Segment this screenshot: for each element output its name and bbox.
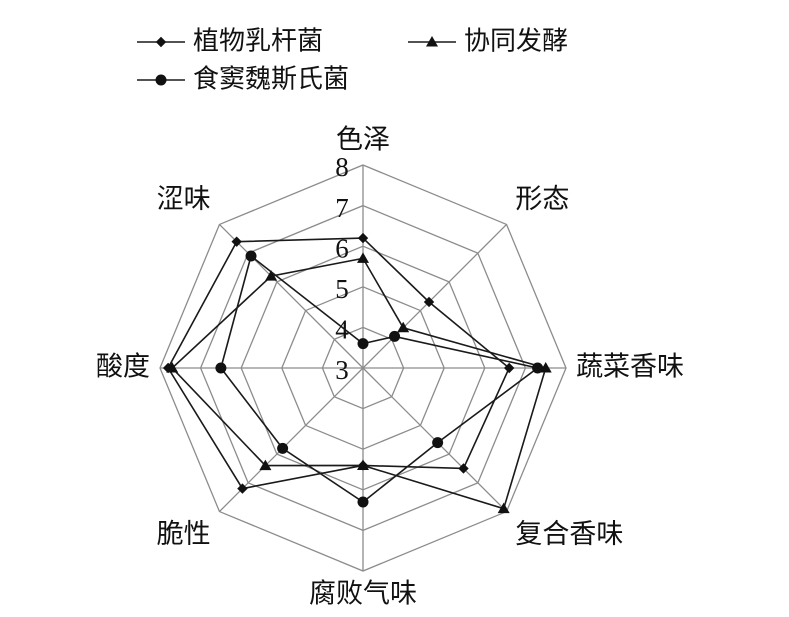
data-point-1-5 — [259, 459, 272, 471]
axis-label-5: 脆性 — [157, 519, 211, 550]
legend-marker-1 — [426, 36, 438, 47]
tick-label-6: 6 — [335, 233, 349, 263]
data-point-2-2 — [532, 362, 544, 374]
data-point-2-5 — [277, 442, 289, 454]
tick-label-3: 3 — [335, 355, 349, 385]
legend-label-1: 协同发酵 — [464, 27, 568, 57]
legend-item-0: 植物乳杆菌 — [137, 27, 323, 57]
data-point-0-3 — [458, 463, 469, 474]
data-point-0-1 — [423, 296, 435, 308]
radar-grid — [159, 164, 567, 572]
data-point-0-7 — [231, 236, 242, 247]
series-lines — [162, 232, 552, 514]
legend-label-0: 植物乳杆菌 — [193, 27, 323, 57]
spoke-7 — [218, 223, 364, 369]
data-point-1-3 — [497, 502, 510, 514]
legend-item-1: 协同发酵 — [408, 27, 568, 57]
data-point-2-1 — [389, 330, 401, 342]
tick-label-7: 7 — [335, 193, 349, 223]
tick-label-8: 8 — [335, 152, 349, 182]
data-point-1-7 — [265, 270, 278, 281]
data-point-0-5 — [237, 483, 248, 494]
axis-label-7: 涩味 — [157, 184, 211, 215]
tick-label-4: 4 — [335, 315, 349, 345]
data-point-2-4 — [357, 496, 369, 508]
data-point-1-1 — [397, 321, 410, 333]
axis-label-3: 复合香味 — [515, 519, 623, 550]
data-point-1-6 — [166, 362, 179, 373]
data-point-0-0 — [357, 232, 369, 244]
axis-label-0: 色泽 — [336, 125, 390, 156]
tick-label-5: 5 — [335, 274, 349, 304]
data-point-0-2 — [503, 362, 515, 374]
series-line-1 — [171, 257, 547, 510]
legend-label-2: 食窦魏斯氏菌 — [193, 65, 349, 95]
data-point-2-3 — [432, 437, 444, 449]
radial-tick-labels: 3 4 5 6 7 8 — [335, 152, 349, 385]
legend-marker-2 — [155, 74, 167, 86]
data-point-1-0 — [357, 252, 369, 263]
axis-label-1: 形态 — [515, 184, 569, 215]
data-point-2-6 — [215, 362, 227, 374]
data-point-2-0 — [357, 338, 369, 350]
spoke-1 — [362, 223, 508, 369]
data-point-2-7 — [245, 250, 257, 262]
data-point-1-4 — [357, 459, 369, 470]
legend-item-2: 食窦魏斯氏菌 — [137, 65, 349, 95]
axis-label-2: 蔬菜香味 — [576, 352, 684, 383]
axis-label-6: 酸度 — [96, 352, 150, 383]
series-2 — [215, 250, 544, 508]
legend-marker-0 — [155, 36, 167, 48]
axis-label-4: 腐败气味 — [309, 579, 417, 610]
